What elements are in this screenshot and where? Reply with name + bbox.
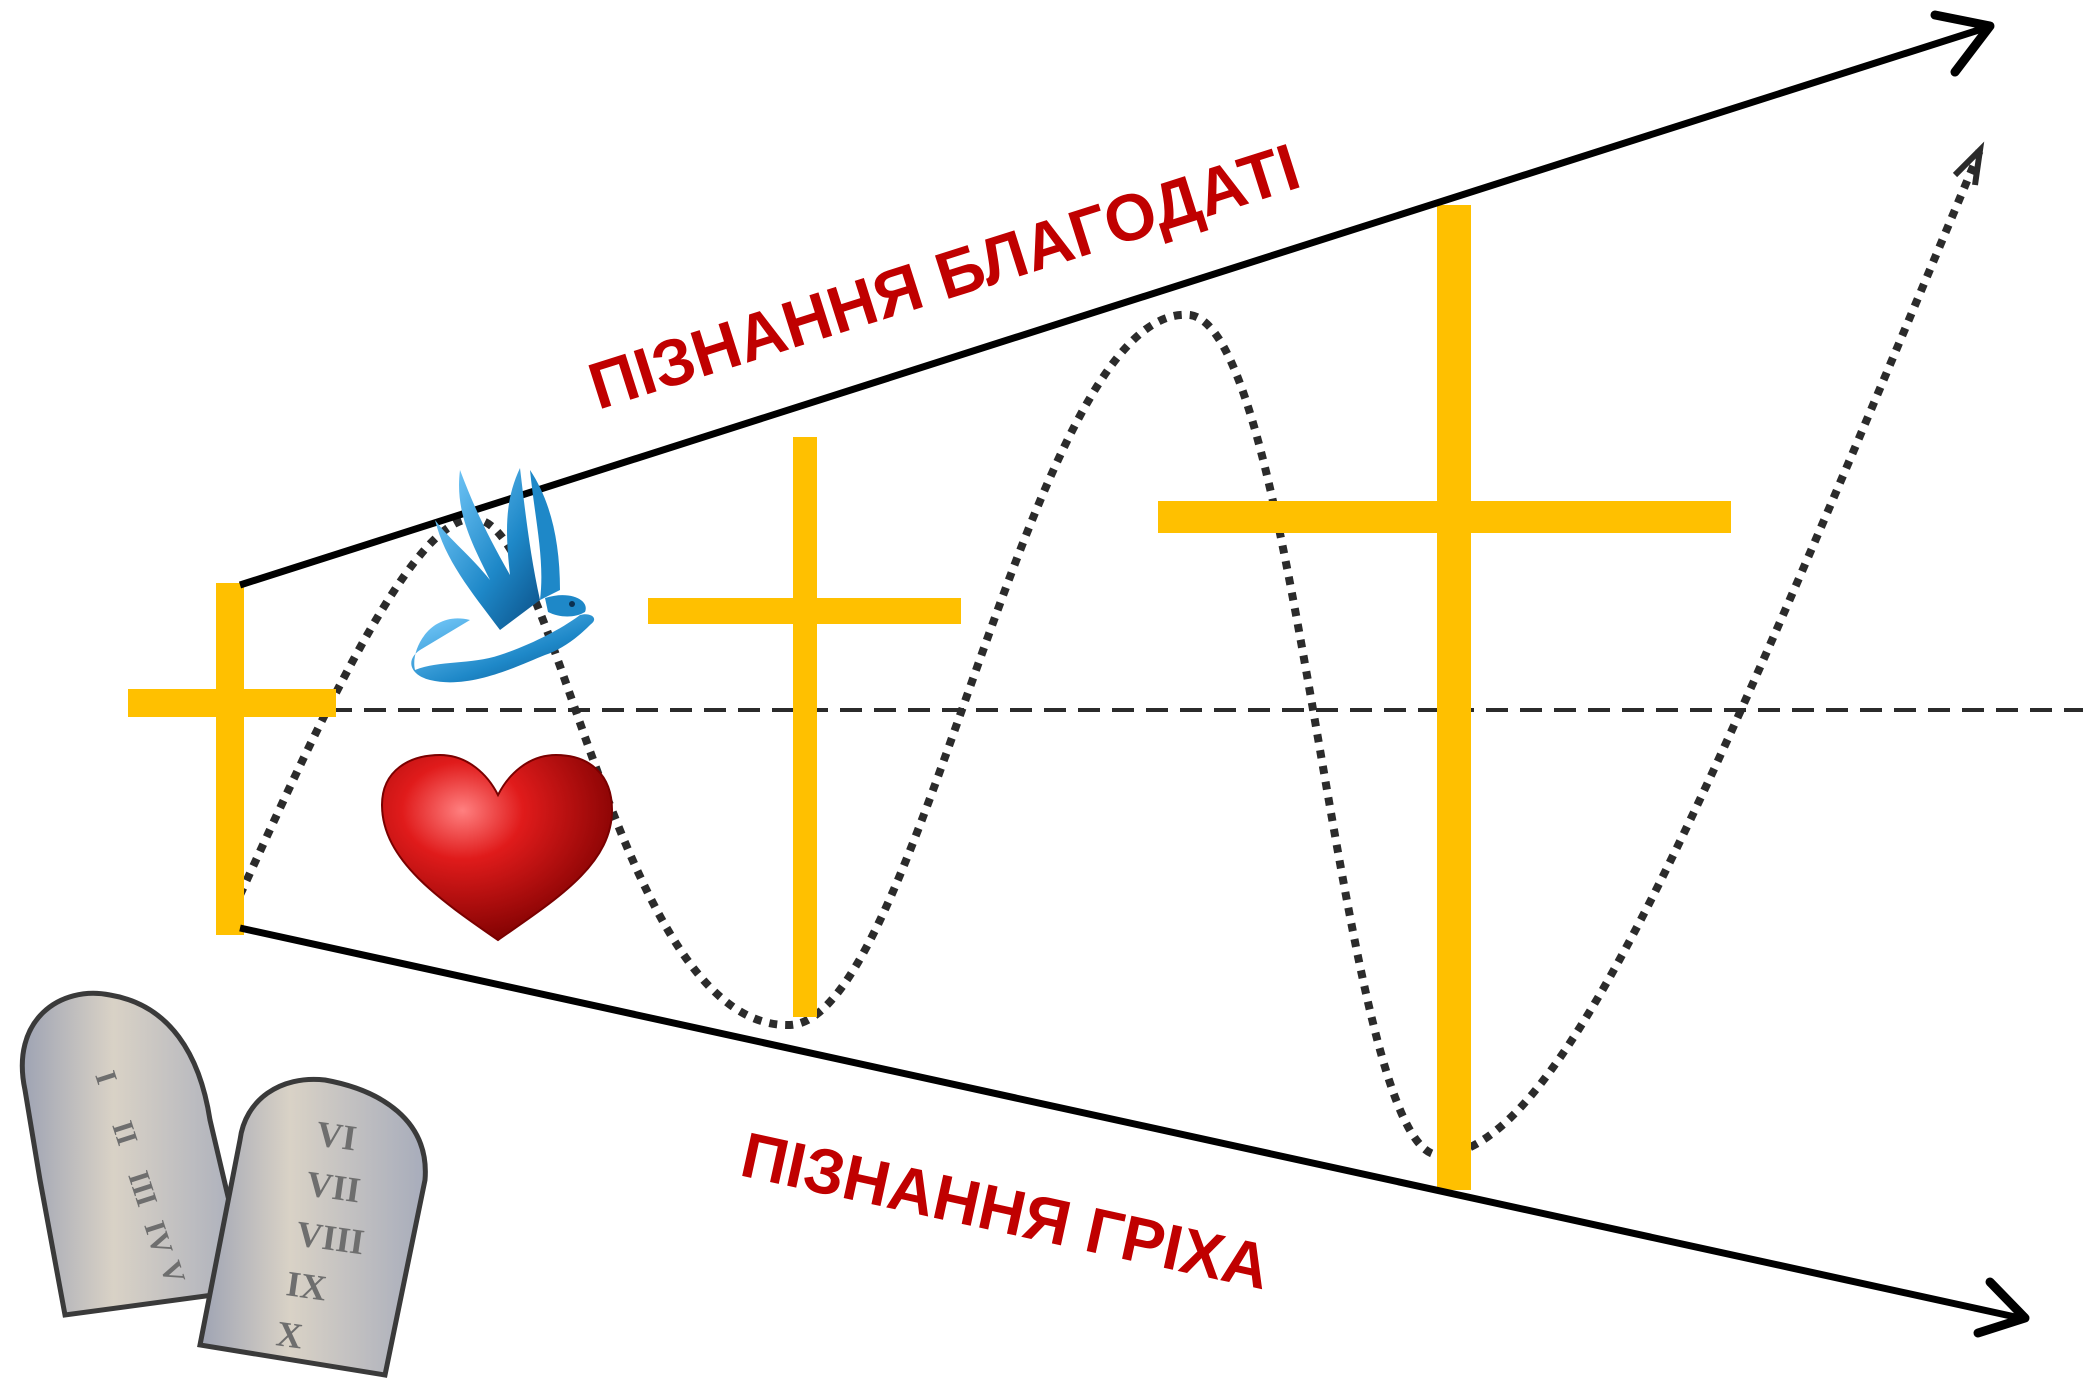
cross-icon-medium [648,437,961,1017]
sin-label: ПІЗНАННЯ ГРІХА [735,1118,1276,1303]
heart-icon [382,755,612,940]
svg-text:VI: VI [314,1113,359,1158]
svg-text:X: X [274,1313,305,1356]
cross-icon-large [1158,205,1731,1190]
dotted-arrow-head [1955,150,1980,185]
svg-text:VII: VII [304,1163,363,1210]
svg-text:IX: IX [284,1263,329,1308]
dotted-wave [240,150,1980,1155]
tablets-icon: I II III IV V VI VII VIII IX X [22,993,425,1375]
